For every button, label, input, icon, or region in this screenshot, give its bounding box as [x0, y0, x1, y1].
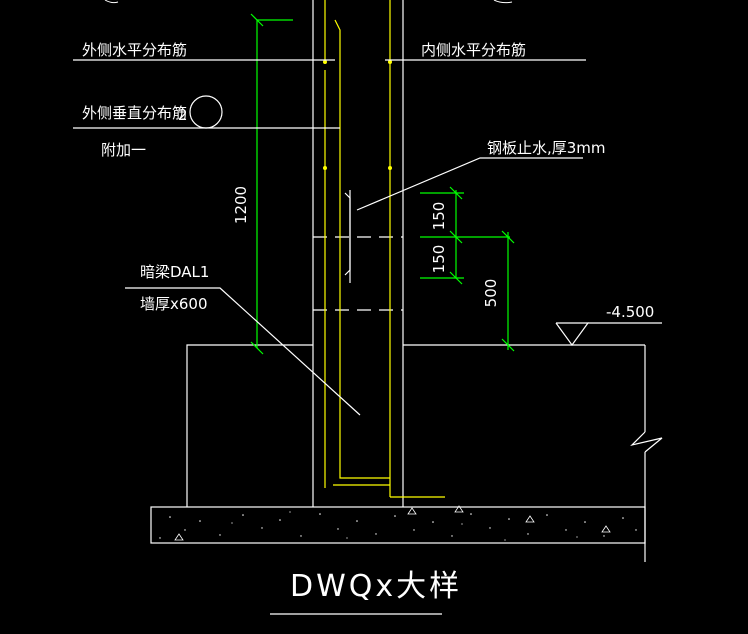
rebar-lines	[324, 0, 445, 498]
concrete-speckle	[159, 511, 637, 541]
dimension-text-500: 500	[482, 279, 500, 308]
inner-horizontal-rebar-label: 内侧水平分布筋	[421, 41, 526, 59]
dimension-text-upper-150: 150	[430, 202, 448, 231]
dimension-1200	[250, 13, 293, 355]
dimension-150-150	[420, 186, 510, 285]
drawing-title: DWQx大样	[290, 569, 462, 604]
dimension-500	[501, 230, 515, 352]
dimension-text-1200: 1200	[232, 186, 250, 224]
outer-vertical-rebar-label: 外侧垂直分布筋	[82, 104, 187, 122]
rebar-count-label: 2	[178, 106, 188, 124]
additional-rebar-label: 附加一	[101, 141, 146, 159]
wall-thickness-label: 墙厚x600	[140, 295, 208, 313]
wall-outline	[312, 0, 404, 507]
dimension-text-lower-150: 150	[430, 245, 448, 274]
concrete-cushion	[150, 505, 646, 544]
hidden-beam-label: 暗梁DAL1	[140, 263, 209, 281]
outer-horizontal-rebar-label: 外侧水平分布筋	[82, 41, 187, 59]
foundation-outline	[186, 344, 663, 562]
steel-waterstop-plate	[344, 190, 351, 283]
steel-waterstop-label: 钢板止水,厚3mm	[487, 139, 606, 157]
rebar-dots	[323, 60, 392, 170]
leader-lines	[73, 59, 662, 416]
hidden-beam-dashed-lines	[313, 236, 403, 311]
cut-off-top-marks	[104, 0, 513, 4]
elevation-label: -4.500	[606, 303, 654, 321]
